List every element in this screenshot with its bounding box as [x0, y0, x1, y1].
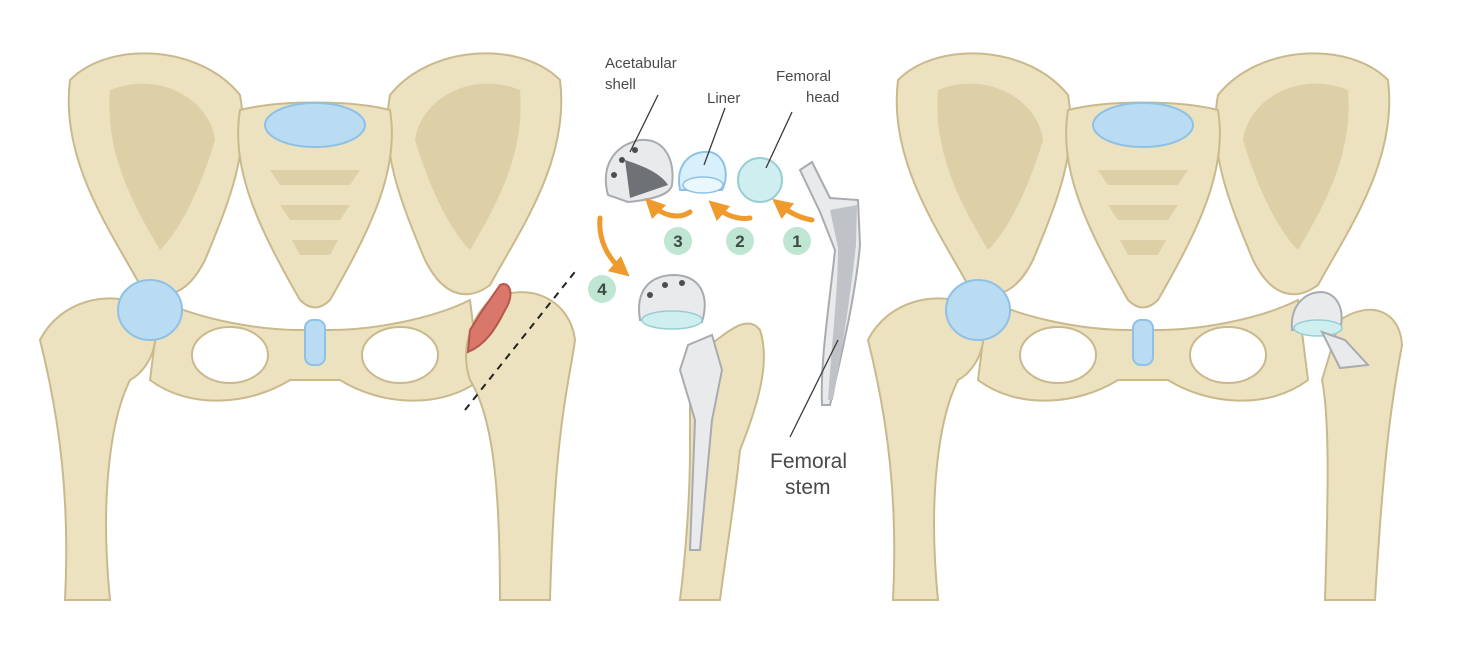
arrow-step-3 [644, 197, 693, 220]
acetabular-shell [604, 138, 674, 204]
pubic-symphysis-left [304, 319, 326, 366]
femoral-head [737, 157, 783, 203]
right-pelvis-replaced [866, 52, 1404, 601]
step-badge-4: 4 [588, 275, 616, 303]
left-pelvis-arthritic [38, 52, 579, 601]
osteotomy-cut-line [464, 267, 579, 411]
step-badge-2: 2 [726, 227, 754, 255]
label-femoral-stem-line1: Femoral [770, 450, 847, 473]
arrow-step-1 [772, 198, 815, 223]
leader-liner [703, 107, 726, 166]
assembled-implant-femur [638, 273, 765, 601]
label-femoral-head-line1: Femoral [776, 68, 831, 85]
leader-femoral-stem [789, 339, 839, 438]
leader-acetabular-shell [629, 94, 659, 153]
label-femoral-head-line2: head [806, 89, 839, 106]
implant-components: 1 2 3 4 Acetabular shell Liner Femoral h… [588, 55, 862, 601]
step-badge-1: 1 [783, 227, 811, 255]
step-badge-3: 3 [664, 227, 692, 255]
step-number-4: 4 [597, 280, 607, 299]
label-acetabular-shell-line1: Acetabular [605, 55, 677, 72]
label-acetabular-shell-line2: shell [605, 76, 636, 93]
arrow-step-2 [708, 200, 753, 222]
arthritic-joint-surface [466, 283, 512, 354]
leader-femoral-head [765, 111, 793, 169]
step-number-3: 3 [673, 232, 682, 251]
arrow-step-4 [597, 215, 630, 277]
liner [678, 150, 727, 194]
installed-hip-implant [1290, 290, 1371, 370]
label-femoral-stem-line2: stem [785, 476, 831, 499]
femoral-stem [798, 160, 862, 406]
sacral-disc-right [1092, 102, 1194, 148]
step-number-2: 2 [735, 232, 744, 251]
right-diagram-hip-cartilage [945, 279, 1011, 341]
step-number-1: 1 [792, 232, 801, 251]
pubic-symphysis-right [1132, 319, 1154, 366]
left-hip-cartilage-healthy [117, 279, 183, 341]
label-liner: Liner [707, 90, 740, 107]
sacral-disc-left [264, 102, 366, 148]
